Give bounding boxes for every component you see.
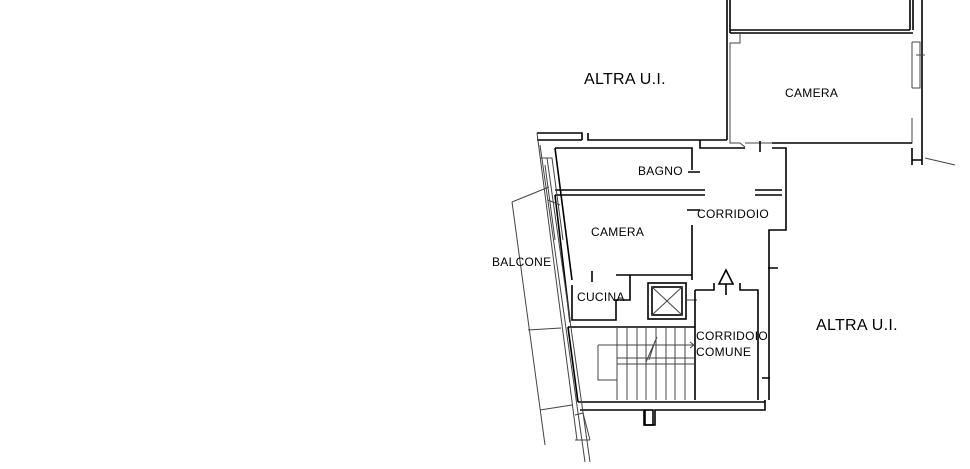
corridoio-comune-label-line2: COMUNE [696,345,752,359]
corridoio-comune-label-line1: CORRIDOIO [696,329,769,343]
bagno-label: BAGNO [638,164,683,178]
balcony-outline [511,132,591,463]
corridoio-label: CORRIDOIO [697,207,770,221]
altra-ui-top-label: ALTRA U.I. [584,71,666,88]
camera-top-label: CAMERA [785,86,839,100]
walls [537,0,956,426]
camera-left-label: CAMERA [591,225,645,239]
altra-ui-right-label: ALTRA U.I. [816,317,898,334]
cucina-label: CUCINA [577,290,625,304]
balcone-label: BALCONE [492,255,552,269]
